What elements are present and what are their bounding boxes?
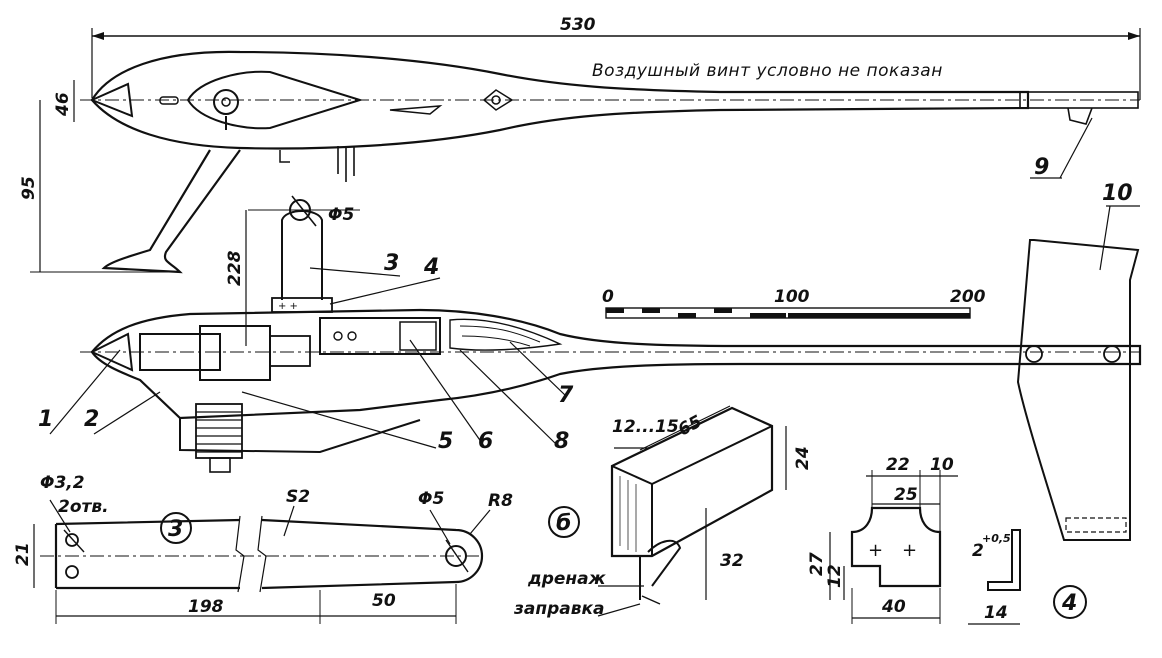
dim-part4-w1: 22 xyxy=(886,455,910,475)
dim-part4-thick: 2 xyxy=(972,541,984,561)
scale-bar: 0 100 200 xyxy=(602,287,986,319)
scale-tick-100: 100 xyxy=(774,287,810,307)
tank-fill-label: заправка xyxy=(513,599,605,619)
label-3: 3 xyxy=(384,251,399,276)
svg-text:+: + xyxy=(902,540,917,561)
marker-part3: 3 xyxy=(168,517,183,542)
scale-tick-0: 0 xyxy=(602,287,614,307)
scale-tick-200: 200 xyxy=(950,287,986,307)
dim-part4-w2: 10 xyxy=(930,455,954,475)
dim-part3-end: 50 xyxy=(372,591,396,611)
label-5: 5 xyxy=(438,429,453,454)
part3-view: Φ3,2 2отв. 3 S2 Φ5 R8 21 198 50 б xyxy=(13,473,580,624)
label-6: 6 xyxy=(478,429,493,454)
label-8: 8 xyxy=(554,429,569,454)
dim-part4-thick-tol: +0,5 xyxy=(982,532,1011,545)
upper-view: 530 46 95 Воздушный винт условно не xyxy=(19,15,1141,274)
middle-view: Φ5 228 + + 3 4 xyxy=(38,181,1142,541)
dim-fuselage-height: 46 xyxy=(53,92,73,117)
part4-view: + + 22 10 25 27 12 40 2 +0,5 14 4 xyxy=(807,455,1087,625)
label-4: 4 xyxy=(423,255,439,280)
label-7: 7 xyxy=(558,383,574,408)
dim-part4-side: 14 xyxy=(984,603,1008,623)
dim-part4-len: 40 xyxy=(881,597,906,617)
dim-tank-tube: 32 xyxy=(720,551,744,571)
marker-tank: б xyxy=(556,511,571,536)
label-10: 10 xyxy=(1102,181,1133,206)
dim-overall-height: 95 xyxy=(19,176,39,200)
dim-tank-width: 12...15 xyxy=(612,417,679,437)
dim-part3-radius: R8 xyxy=(488,491,513,511)
dim-mast-hole: Φ5 xyxy=(328,205,354,225)
dim-total-length: 530 xyxy=(560,15,596,35)
dim-part4-h2: 12 xyxy=(825,564,845,588)
dim-part3-length: 198 xyxy=(188,597,224,617)
dim-tank-height: 24 xyxy=(793,446,813,470)
dim-part4-w3: 25 xyxy=(894,485,918,505)
dim-part3-thickness: S2 xyxy=(286,487,310,507)
dim-mast-height: 228 xyxy=(225,250,245,286)
dim-part3-hole: Φ5 xyxy=(418,489,444,509)
svg-text:+: + xyxy=(868,540,883,561)
label-2: 2 xyxy=(84,407,99,432)
label-1: 1 xyxy=(38,407,53,432)
label-9: 9 xyxy=(1034,155,1049,180)
dim-tank-length: 65 xyxy=(675,412,705,441)
dim-part4-h1: 27 xyxy=(807,552,827,576)
dim-part3-width: 21 xyxy=(13,542,33,566)
marker-part4: 4 xyxy=(1061,591,1077,616)
svg-text:+ +: + + xyxy=(278,301,298,312)
tank-drain-label: дренаж xyxy=(527,569,607,589)
note-propeller: Воздушный винт условно не показан xyxy=(592,61,943,81)
dim-part3-holes-note: 2отв. xyxy=(58,497,109,517)
dim-part3-holes: Φ3,2 xyxy=(40,473,85,493)
